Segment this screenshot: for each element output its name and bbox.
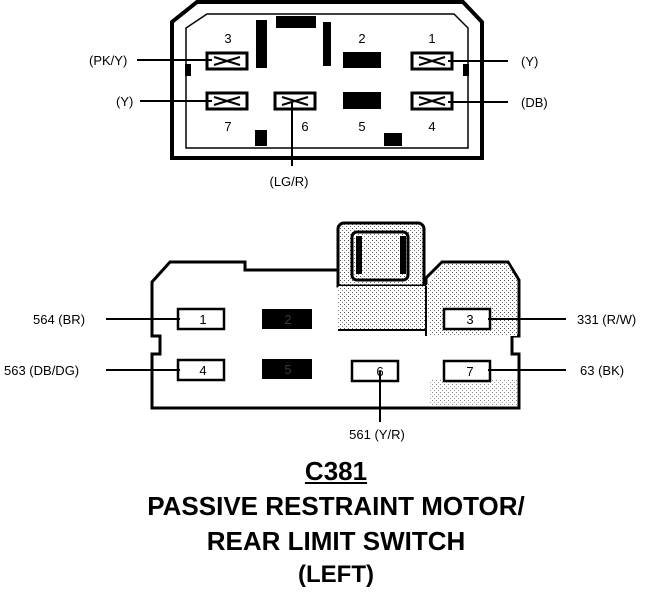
bottom-pin-2 bbox=[262, 309, 312, 329]
top-pin-6 bbox=[273, 91, 317, 111]
top-wire-label-pin6: (LG/R) bbox=[270, 174, 309, 189]
top-wire-label-pin3: (PK/Y) bbox=[89, 53, 127, 68]
title-line-2: REAR LIMIT SWITCH bbox=[206, 526, 466, 556]
top-key-bottom-left bbox=[255, 130, 267, 146]
top-nub-right bbox=[463, 64, 469, 76]
top-pin-7-number: 7 bbox=[224, 119, 231, 134]
bottom-wire-label-pin1: 564 (BR) bbox=[33, 312, 85, 327]
bottom-pin-5-number: 5 bbox=[284, 362, 291, 377]
top-pin-3 bbox=[205, 51, 249, 71]
connector-code: C381 bbox=[304, 456, 368, 486]
top-key-bottom-right bbox=[384, 133, 402, 146]
title-line-3: (LEFT) bbox=[298, 561, 374, 588]
bottom-connector: 1 2 3 4 5 6 7 564 (BR) 563 (DB/DG) 331 (… bbox=[4, 221, 636, 442]
top-pin-1 bbox=[410, 51, 454, 71]
bottom-pin-1-number: 1 bbox=[199, 312, 206, 327]
bottom-shade-center bbox=[338, 286, 426, 330]
bottom-wire-label-pin3: 331 (R/W) bbox=[577, 312, 636, 327]
top-pin-2 bbox=[343, 52, 381, 68]
top-nub-left bbox=[185, 64, 191, 76]
top-connector: 3 2 1 7 6 5 4 (PK/Y) (Y) (Y) (DB) (LG/R) bbox=[89, 0, 548, 189]
top-wire-label-pin7: (Y) bbox=[116, 94, 133, 109]
bottom-pin-2-number: 2 bbox=[284, 312, 291, 327]
bottom-latch-slot-left bbox=[356, 236, 362, 274]
bottom-pin-3-number: 3 bbox=[466, 312, 473, 327]
top-pin-6-number: 6 bbox=[301, 119, 308, 134]
top-pin-4 bbox=[410, 91, 454, 111]
bottom-latch-slot-right bbox=[400, 236, 406, 274]
bottom-wire-label-pin4: 563 (DB/DG) bbox=[4, 363, 79, 378]
top-key-right bbox=[323, 22, 331, 66]
top-pin-4-number: 4 bbox=[428, 119, 435, 134]
bottom-wire-label-pin6: 561 (Y/R) bbox=[349, 427, 405, 442]
bottom-latch-tab bbox=[350, 230, 410, 282]
bottom-wire-label-pin7: 63 (BK) bbox=[580, 363, 624, 378]
bottom-pin-4-number: 4 bbox=[199, 363, 206, 378]
top-pin-2-number: 2 bbox=[358, 31, 365, 46]
top-pin-7 bbox=[205, 91, 249, 111]
top-pin-3-number: 3 bbox=[224, 31, 231, 46]
bottom-pin-6 bbox=[350, 359, 400, 383]
bottom-shade-lower-right bbox=[430, 380, 517, 406]
top-connector-inner bbox=[185, 13, 469, 149]
bottom-pin-5 bbox=[262, 359, 312, 379]
top-key-left bbox=[256, 20, 267, 68]
top-wire-label-pin4: (DB) bbox=[521, 95, 548, 110]
top-connector-outline bbox=[170, 0, 484, 160]
top-wire-label-pin1: (Y) bbox=[521, 54, 538, 69]
top-pin-5 bbox=[343, 92, 381, 109]
title-line-1: PASSIVE RESTRAINT MOTOR/ bbox=[147, 491, 525, 521]
top-pin-1-number: 1 bbox=[428, 31, 435, 46]
top-pin-5-number: 5 bbox=[358, 119, 365, 134]
bottom-pin-7-number: 7 bbox=[466, 364, 473, 379]
top-key-center bbox=[276, 16, 316, 28]
